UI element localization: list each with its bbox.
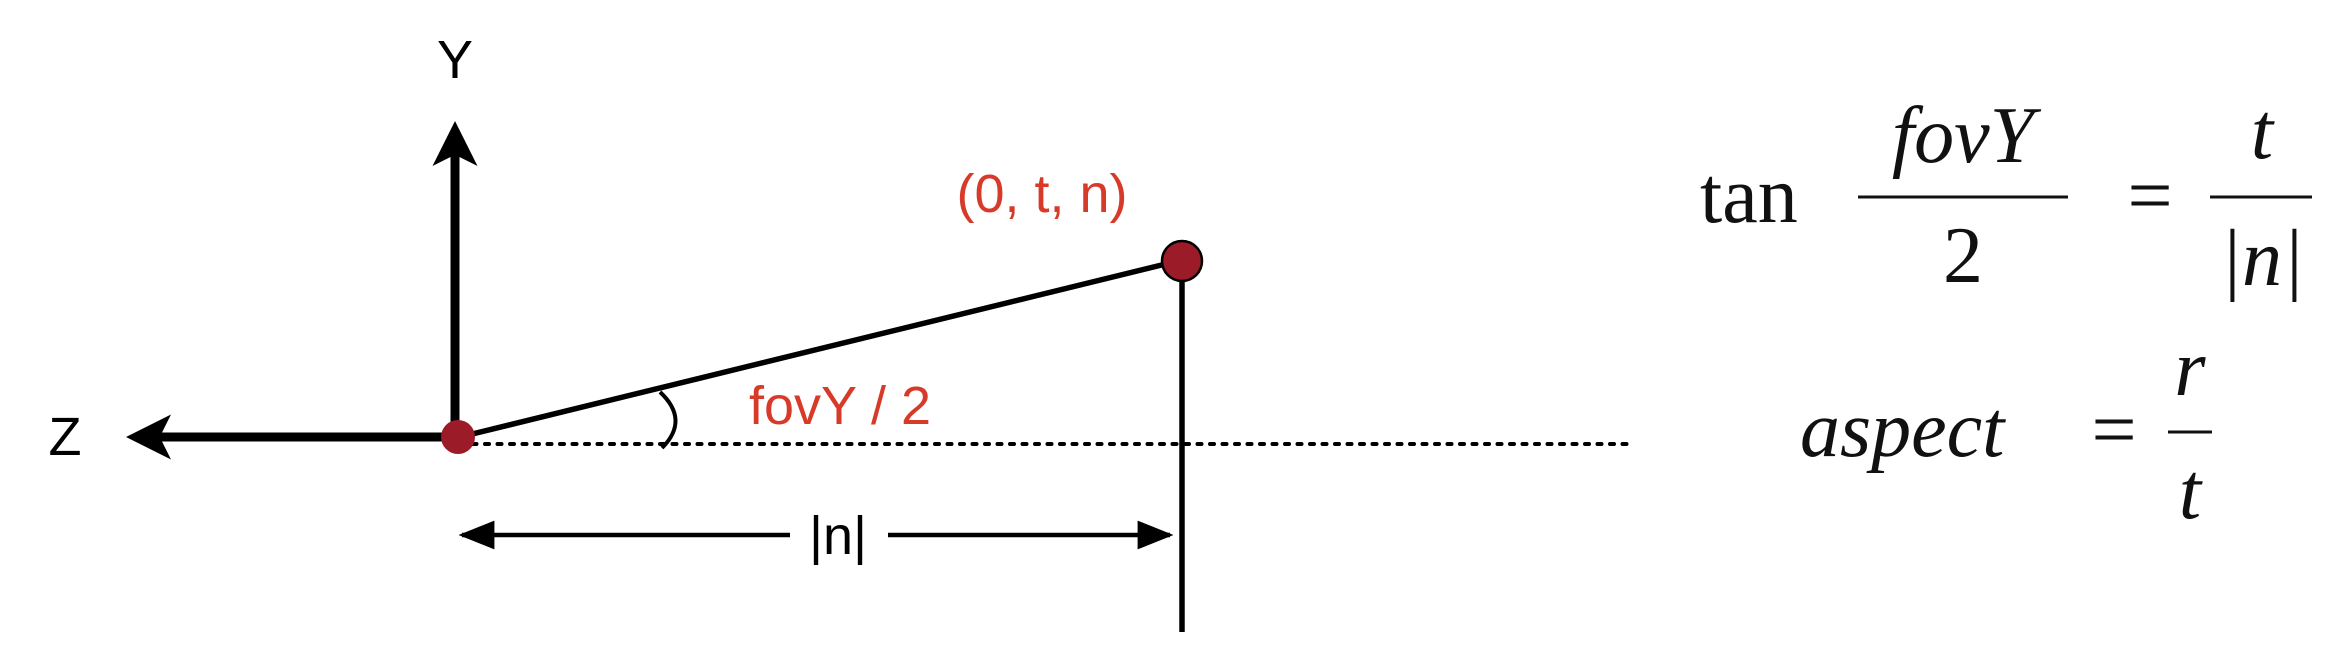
aspect-equals: =	[2091, 386, 2136, 474]
top-point	[1160, 239, 1204, 283]
distance-label: |n|	[809, 506, 867, 566]
tan-formula: tan fovY 2 = t |n|	[1700, 88, 2312, 303]
tan-function: tan	[1700, 152, 1798, 240]
rhs-numerator: t	[2251, 88, 2275, 176]
tan-equals: =	[2127, 152, 2172, 240]
y-axis-label: Y	[437, 30, 473, 90]
aspect-numerator: r	[2174, 325, 2206, 413]
aspect-formula: aspect = r t	[1800, 325, 2212, 536]
angle-arc	[658, 390, 678, 450]
frustum-top-edge	[459, 257, 1183, 440]
aspect-lhs: aspect	[1800, 386, 2006, 474]
origin-point	[441, 420, 475, 454]
angle-label: fovY / 2	[749, 376, 931, 436]
tan-numerator: fovY	[1892, 92, 2042, 180]
aspect-denominator: t	[2179, 448, 2203, 536]
rhs-denominator: |n|	[2220, 215, 2304, 303]
z-axis-label: Z	[49, 407, 82, 467]
point-label: (0, t, n)	[956, 164, 1127, 224]
tan-denominator: 2	[1943, 212, 1983, 300]
